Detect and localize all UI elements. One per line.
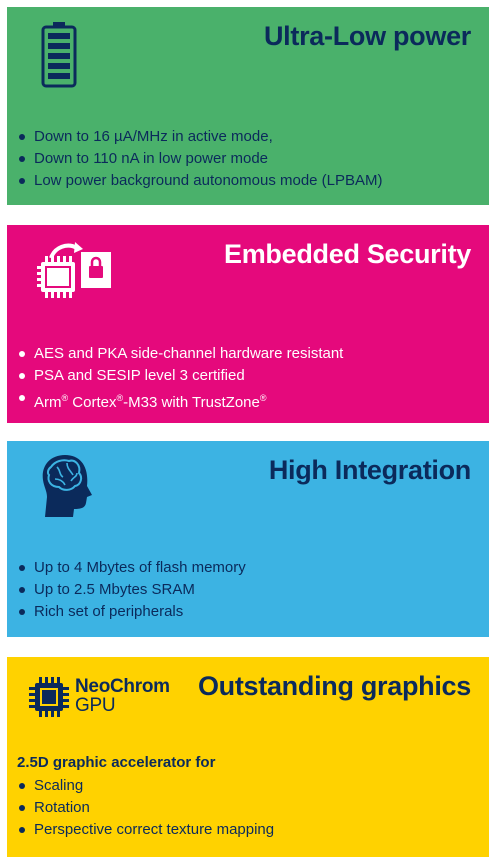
outstanding-graphics-card: NeoChrom GPU Outstanding graphics 2.5D g… (7, 657, 489, 857)
secure-chip-lock-icon (37, 242, 111, 298)
list-item: Down to 16 µA/MHz in active mode, (17, 126, 383, 148)
list-item: AES and PKA side-channel hardware resist… (17, 343, 343, 365)
registered-mark: ® (259, 393, 267, 403)
feature-list: AES and PKA side-channel hardware resist… (17, 343, 343, 414)
trustzone-text: -M33 with TrustZone (123, 394, 260, 411)
chip-icon (29, 677, 69, 717)
registered-mark: ® (116, 393, 124, 403)
list-item: Down to 110 nA in low power mode (17, 148, 383, 170)
head-brain-icon (42, 455, 92, 517)
list-item: PSA and SESIP level 3 certified (17, 365, 343, 387)
list-item: Perspective correct texture mapping (17, 819, 274, 841)
card-title: Ultra-Low power (263, 21, 471, 51)
list-item: Arm® Cortex®-M33 with TrustZone® (17, 387, 343, 414)
list-item: Up to 4 Mbytes of flash memory (17, 557, 246, 579)
feature-list: Down to 16 µA/MHz in active mode, Down t… (17, 126, 383, 192)
battery-icon (41, 22, 77, 88)
neochrom-gpu-badge: NeoChrom GPU (75, 677, 170, 715)
list-item: Scaling (17, 775, 274, 797)
card-title: Embedded Security (224, 239, 471, 269)
arm-text: Arm (34, 394, 62, 411)
badge-line2: GPU (75, 695, 116, 716)
cortex-text: Cortex (68, 394, 117, 411)
list-item: Rich set of peripherals (17, 601, 246, 623)
list-item: Rotation (17, 797, 274, 819)
list-item: Up to 2.5 Mbytes SRAM (17, 579, 246, 601)
embedded-security-card: Embedded Security AES and PKA side-chann… (7, 225, 489, 423)
card-title: Outstanding graphics (197, 671, 471, 701)
registered-mark: ® (61, 393, 69, 403)
graphics-lead-text: 2.5D graphic accelerator for (17, 754, 216, 771)
card-title: High Integration (268, 455, 471, 485)
list-item: Low power background autonomous mode (LP… (17, 170, 383, 192)
feature-list: Up to 4 Mbytes of flash memory Up to 2.5… (17, 557, 246, 623)
badge-line1: NeoChrom (75, 676, 170, 697)
ultra-low-power-card: Ultra-Low power Down to 16 µA/MHz in act… (7, 7, 489, 205)
feature-list: Scaling Rotation Perspective correct tex… (17, 775, 274, 841)
high-integration-card: High Integration Up to 4 Mbytes of flash… (7, 441, 489, 637)
